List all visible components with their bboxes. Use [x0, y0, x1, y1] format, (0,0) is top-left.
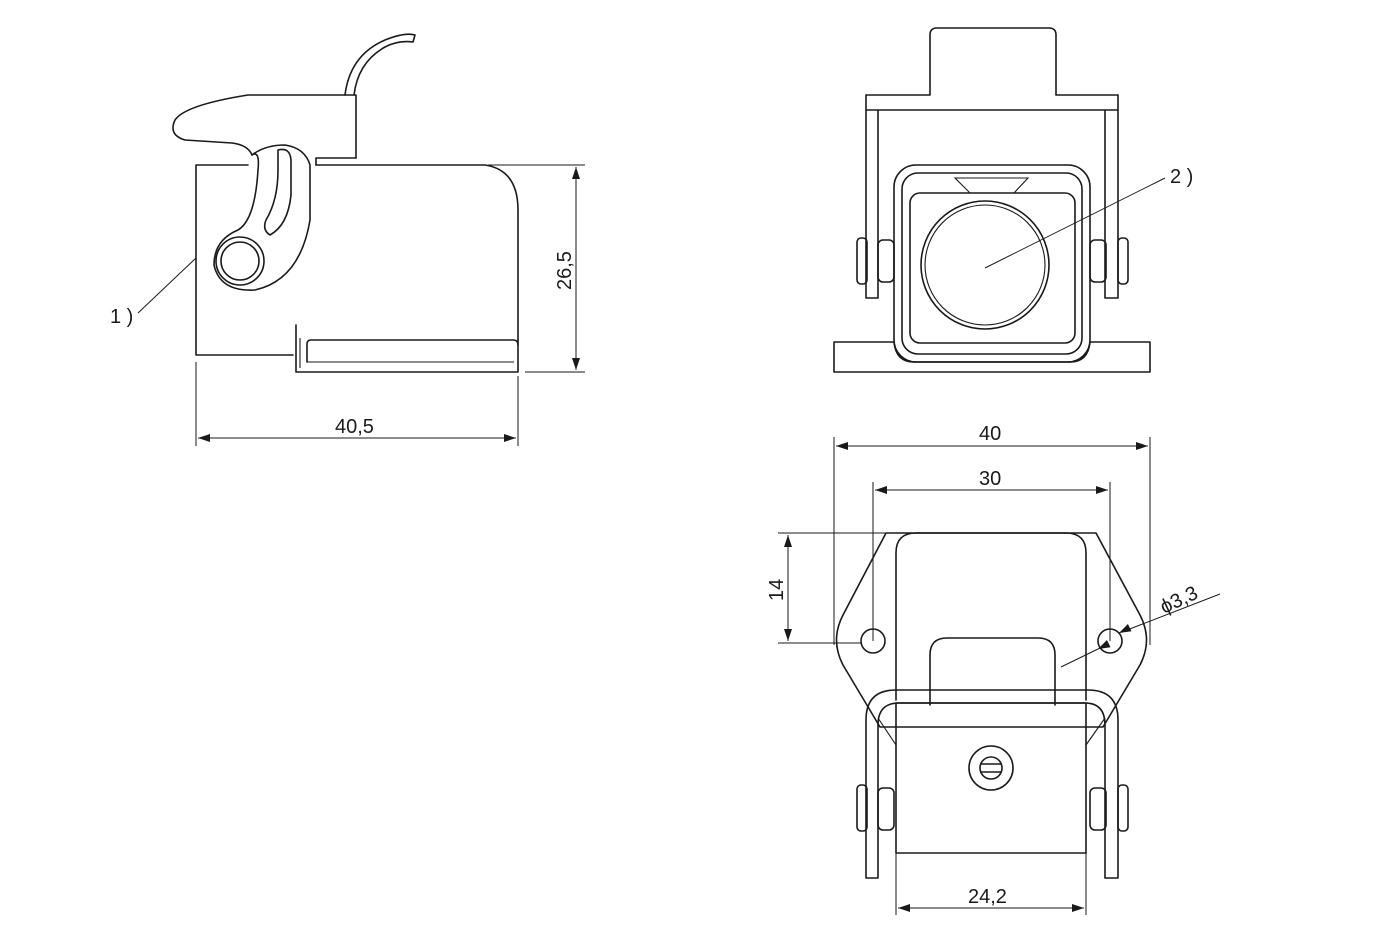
top-view-flange	[835, 532, 1148, 728]
dim-bottom-width: 24,2	[895, 853, 1087, 915]
dim-hole-diameter-label: ϕ3,3	[1157, 582, 1202, 618]
top-view-body	[895, 702, 1087, 854]
dim-top-depth: 14	[766, 532, 890, 644]
front-view-lever-tab	[865, 27, 1119, 96]
front-view-pins	[856, 237, 1129, 285]
top-view-screw	[968, 745, 1014, 791]
top-view: 40 30 14 ϕ3,3 24,2	[766, 423, 1221, 915]
dim-hole-spacing: 30	[872, 468, 1111, 641]
side-view-base	[295, 324, 519, 373]
front-view-housing	[893, 164, 1091, 363]
front-view: 2 )	[833, 27, 1193, 373]
dim-side-length: 40,5	[195, 362, 519, 446]
dim-bottom-width-label: 24,2	[968, 886, 1007, 908]
dim-top-depth-label: 14	[766, 579, 788, 601]
top-view-housing	[895, 532, 1087, 701]
front-view-flange	[833, 341, 1151, 373]
dim-top-width: 40	[833, 423, 1151, 645]
top-view-pins	[856, 784, 1129, 832]
callout-1-label: 1 )	[110, 306, 133, 328]
dim-side-length-label: 40,5	[335, 416, 374, 438]
side-view-lever	[172, 33, 416, 291]
callout-2-leader	[984, 177, 1166, 269]
callout-2-label: 2 )	[1170, 166, 1193, 188]
dim-hole-diameter: ϕ3,3	[1060, 582, 1221, 668]
side-view: 1 ) 40,5 26,5	[110, 33, 585, 446]
front-view-frame	[865, 94, 1119, 299]
dim-top-width-label: 40	[979, 423, 1001, 445]
front-view-insert	[920, 200, 1050, 330]
dim-hole-spacing-label: 30	[979, 468, 1001, 490]
dim-side-height-label: 26,5	[554, 251, 576, 290]
callout-1-leader	[137, 257, 197, 314]
side-view-housing	[195, 164, 519, 356]
dim-side-height: 26,5	[488, 164, 585, 373]
